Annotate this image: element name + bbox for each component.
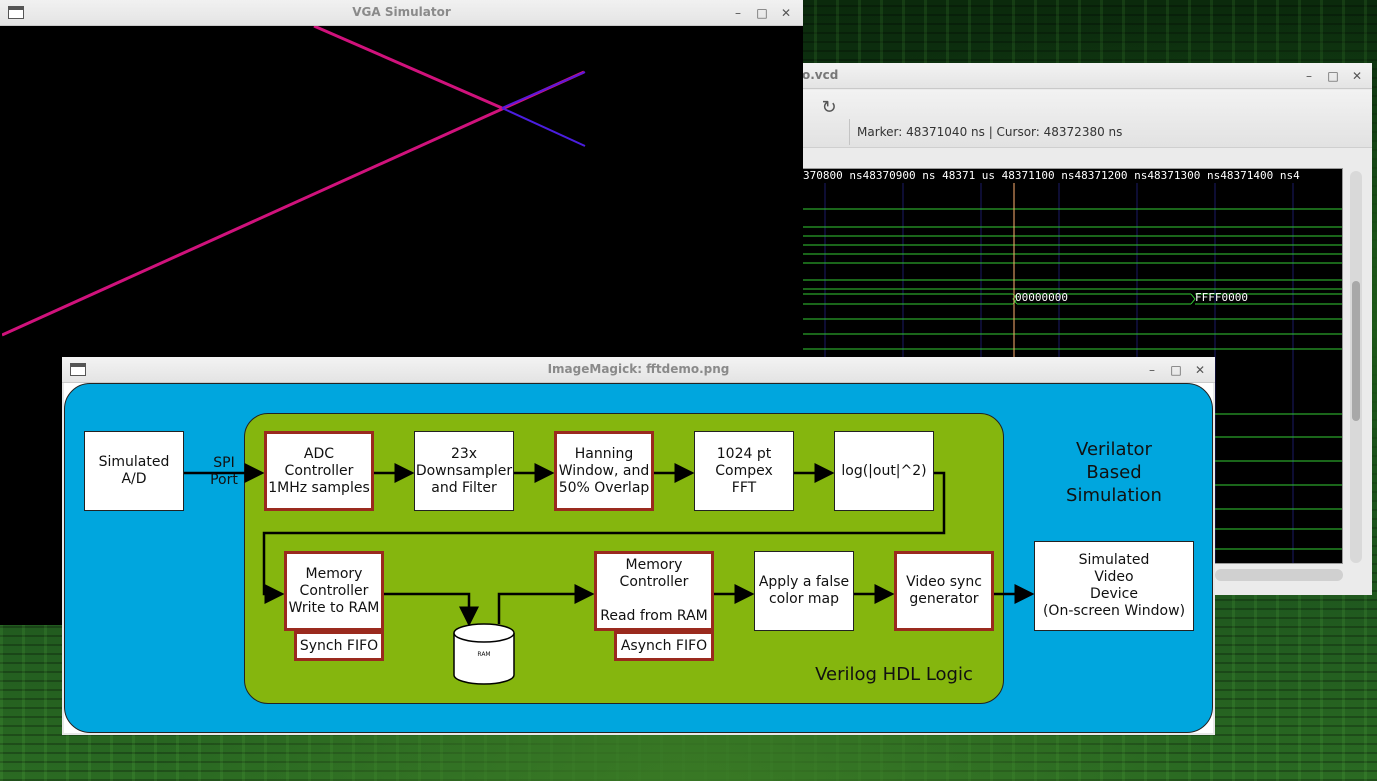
bus-value-0: 00000000 [1015,291,1068,304]
reload-icon[interactable]: ↻ [821,97,837,118]
window-icon [8,6,24,19]
maximize-icon[interactable]: □ [756,6,768,20]
diagram-connectors [184,463,1035,685]
close-icon[interactable]: ✕ [780,6,792,20]
block-false-color: Apply a false color map [754,551,854,631]
scrollbar-thumb[interactable] [1352,281,1360,421]
verilog-hdl-label: Verilog HDL Logic [815,664,973,685]
verilator-label: Verilator Based Simulation [1066,439,1162,506]
imagemagick-window[interactable]: ImageMagick: fftdemo.png – □ ✕ [62,357,1215,735]
block-memory-read: Memory Controller Read from RAM [594,551,714,631]
window-icon [70,363,86,376]
maximize-icon[interactable]: □ [1170,363,1182,377]
marker-cursor-status: Marker: 48371040 ns | Cursor: 48372380 n… [857,125,1123,139]
block-synch-fifo: Synch FIFO [294,631,384,661]
toolbar-separator [849,119,850,145]
minimize-icon[interactable]: – [1306,69,1312,83]
vcd-toolbar [760,90,1372,148]
image-canvas: Simulated A/D SPI Port ADC Controller 1M… [64,383,1213,733]
time-ruler: 370800 ns48370900 ns 48371 us 48371100 n… [803,169,1300,182]
minimize-icon[interactable]: – [735,6,741,20]
ram-label: RAM [477,651,491,658]
block-adc-controller: ADC Controller 1MHz samples [264,431,374,511]
block-hanning-window: Hanning Window, and 50% Overlap [554,431,654,511]
vertical-scrollbar[interactable] [1350,171,1362,563]
im-window-title: ImageMagick: fftdemo.png [547,362,730,376]
close-icon[interactable]: ✕ [1194,363,1206,377]
vga-spectrum-lines [1,24,586,337]
ram-cylinder [453,623,515,685]
vcd-titlebar[interactable]: o.vcd – □ ✕ [760,63,1372,89]
block-video-sync: Video sync generator [894,551,994,631]
block-asynch-fifo: Asynch FIFO [614,631,714,661]
vcd-window-title: o.vcd [802,68,839,82]
block-log: log(|out|^2) [834,431,934,511]
block-simulated-ad: Simulated A/D [84,431,184,511]
maximize-icon[interactable]: □ [1327,69,1339,83]
close-icon[interactable]: ✕ [1351,69,1363,83]
vga-window-title: VGA Simulator [352,5,451,19]
block-video-device: Simulated Video Device (On-screen Window… [1034,541,1194,631]
im-titlebar[interactable]: ImageMagick: fftdemo.png – □ ✕ [62,357,1215,383]
minimize-icon[interactable]: – [1149,363,1155,377]
spi-port-label: SPI Port [210,455,238,488]
horizontal-scrollbar[interactable] [1215,569,1343,581]
bus-value-1: FFFF0000 [1195,291,1248,304]
block-downsampler: 23x Downsampler and Filter [414,431,514,511]
block-memory-write: Memory Controller Write to RAM [284,551,384,631]
vga-titlebar[interactable]: VGA Simulator – □ ✕ [0,0,803,26]
block-fft: 1024 pt Compex FFT [694,431,794,511]
